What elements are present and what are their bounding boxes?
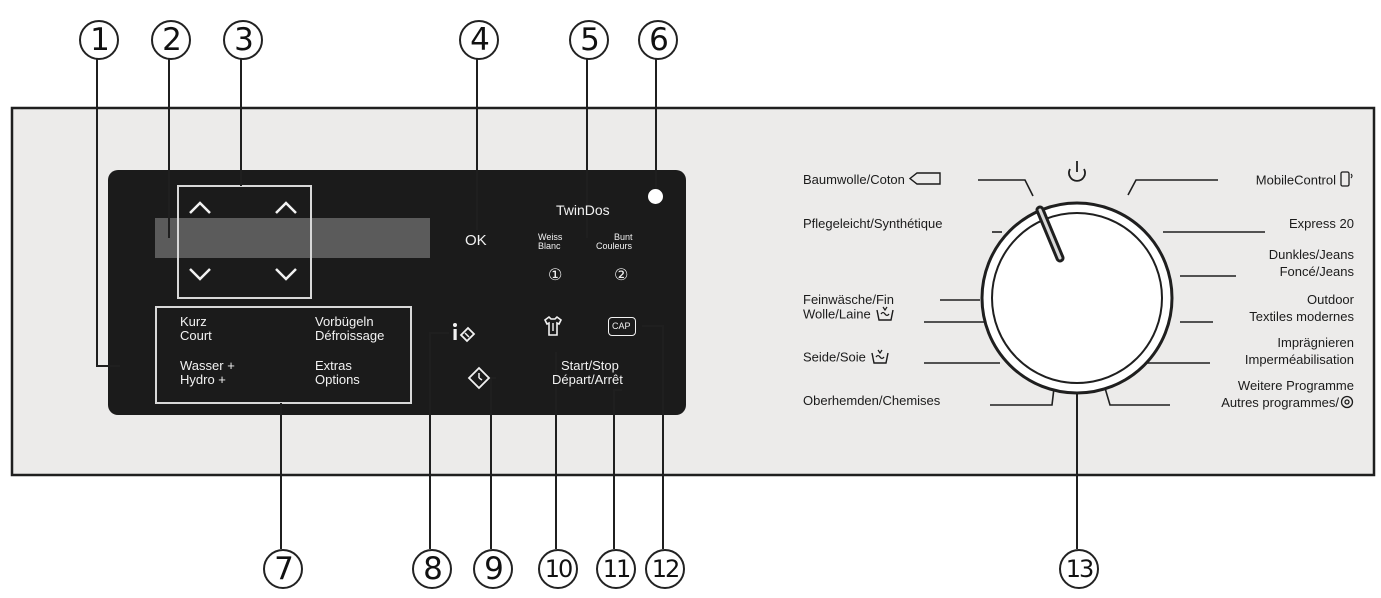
status-indicator-light <box>648 189 663 204</box>
water-button-label-fr[interactable]: Hydro + <box>180 372 226 387</box>
start-stop-label-de[interactable]: Start/Stop <box>561 358 619 373</box>
program-selector-dial[interactable] <box>991 212 1163 384</box>
twindos-white-label-fr: Blanc <box>538 241 561 251</box>
callout-4: 4 <box>459 20 499 60</box>
phone-icon <box>1340 171 1354 191</box>
short-button-label-fr[interactable]: Court <box>180 328 212 343</box>
program-shirts-label: Oberhemden/Chemises <box>803 393 941 408</box>
program-outdoor-label: Outdoor Textiles modernes <box>1249 291 1354 325</box>
up-arrow-right-button[interactable] <box>272 196 300 220</box>
twindos-2-button[interactable]: ② <box>614 265 629 284</box>
program-proofing-label: Imprägnieren Imperméabilisation <box>1245 334 1354 368</box>
callout-6: 6 <box>638 20 678 60</box>
iron-button-label-de[interactable]: Vorbügeln <box>315 314 374 329</box>
gear-icon <box>1340 395 1354 413</box>
down-arrow-left-button[interactable] <box>186 262 214 286</box>
callout-3: 3 <box>223 20 263 60</box>
cap-label: CAP <box>612 321 631 331</box>
program-cotton-label: Baumwolle/Coton <box>803 171 941 189</box>
info-button[interactable] <box>449 320 479 344</box>
chevron-down-icon <box>189 268 211 281</box>
callout-8: 8 <box>412 549 452 589</box>
program-more-label: Weitere Programme Autres programmes/ <box>1221 377 1354 413</box>
callout-11: 11 <box>596 549 636 589</box>
down-arrow-right-button[interactable] <box>272 262 300 286</box>
program-more-line1: Weitere Programme <box>1237 378 1354 393</box>
short-button-label-de[interactable]: Kurz <box>180 314 207 329</box>
washing-tub-icon <box>870 348 890 368</box>
twindos-color-label-fr: Couleurs <box>596 241 633 251</box>
info-feedback-icon <box>453 323 476 343</box>
delay-start-button[interactable] <box>467 366 491 390</box>
callout-13: 13 <box>1059 549 1099 589</box>
program-mobilecontrol-text: MobileControl <box>1255 172 1336 188</box>
program-more-line2: Autres programmes/ <box>1221 394 1354 413</box>
callout-5: 5 <box>569 20 609 60</box>
program-outdoor-line2: Textiles modernes <box>1249 309 1354 324</box>
program-delicates-label: Feinwäsche/Fin <box>803 292 895 307</box>
program-wool-label: Wolle/Laine <box>803 305 895 325</box>
option-button-group <box>155 306 412 404</box>
up-arrow-left-button[interactable] <box>186 196 214 220</box>
twindos-1-button[interactable]: ① <box>548 265 563 284</box>
program-wool-text: Wolle/Laine <box>803 306 871 322</box>
callout-12: 12 <box>645 549 685 589</box>
tag-icon <box>908 172 941 189</box>
prewash-button[interactable] <box>541 314 565 338</box>
tshirt-icon <box>543 315 563 336</box>
program-outdoor-line1: Outdoor <box>1307 292 1354 307</box>
program-silk-text: Seide/Soie <box>803 349 866 365</box>
callout-9: 9 <box>473 549 513 589</box>
chevron-down-icon <box>275 268 297 281</box>
extras-button-label-de[interactable]: Extras <box>315 358 352 373</box>
callout-2: 2 <box>151 20 191 60</box>
cap-dosing-button[interactable]: CAP <box>608 317 636 336</box>
program-more-line2-text: Autres programmes/ <box>1221 395 1339 410</box>
dial-pointer-highlight <box>1038 208 1062 260</box>
twindos-white-label-de: Weiss <box>538 232 563 242</box>
extras-button-label-fr[interactable]: Options <box>315 372 360 387</box>
ok-button[interactable]: OK <box>465 232 487 249</box>
start-stop-label-fr[interactable]: Départ/Arrêt <box>552 372 623 387</box>
program-dark-jeans-label: Dunkles/Jeans Foncé/Jeans <box>1269 246 1354 280</box>
power-icon <box>1068 161 1086 182</box>
display-screen <box>155 218 430 258</box>
arrow-button-group <box>177 185 312 299</box>
program-proofing-line2: Imperméabilisation <box>1244 352 1354 367</box>
program-easy-care-label: Pflegeleicht/Synthétique <box>803 216 943 231</box>
program-proofing-line1: Imprägnieren <box>1277 335 1354 350</box>
twindos-title: TwinDos <box>556 202 610 218</box>
program-dark-jeans-line2: Foncé/Jeans <box>1279 264 1354 279</box>
chevron-up-icon <box>275 201 297 214</box>
washing-tub-icon <box>875 305 895 325</box>
delay-start-icon <box>467 366 491 390</box>
program-silk-label: Seide/Soie <box>803 348 890 368</box>
program-dark-jeans-line1: Dunkles/Jeans <box>1268 247 1354 262</box>
chevron-up-icon <box>189 201 211 214</box>
program-cotton-text: Baumwolle/Coton <box>803 172 905 187</box>
program-express-label: Express 20 <box>1288 216 1354 231</box>
callout-7: 7 <box>263 549 303 589</box>
iron-button-label-fr[interactable]: Défroissage <box>315 328 385 343</box>
twindos-color-label-de: Bunt <box>614 232 633 242</box>
program-mobilecontrol-label: MobileControl <box>1256 171 1354 191</box>
callout-10: 10 <box>538 549 578 589</box>
callout-1: 1 <box>79 20 119 60</box>
water-button-label-de[interactable]: Wasser + <box>180 358 235 373</box>
